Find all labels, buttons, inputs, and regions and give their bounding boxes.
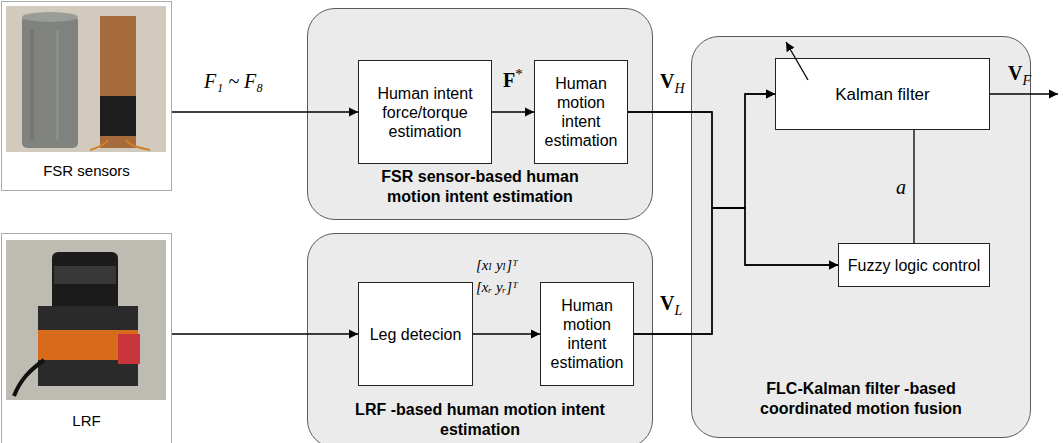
process-box: Human motion intent estimation xyxy=(534,60,628,164)
signal-label: F* xyxy=(503,66,523,92)
symbol: F xyxy=(503,69,515,91)
sensor-bar xyxy=(100,16,136,148)
coordinate-label: [xₗ yₗ]ᵀ xyxy=(476,256,518,274)
cylinder-texture xyxy=(56,30,59,140)
process-box: Fuzzy logic control xyxy=(838,243,990,287)
group-title: FSR sensor-based human motion intent est… xyxy=(355,167,605,207)
group-panel: FSR sensor-based human motion intent est… xyxy=(307,8,653,220)
connector xyxy=(634,94,775,334)
superscript: * xyxy=(515,66,523,82)
signal-label: a xyxy=(896,176,906,199)
group-title: LRF -based human motion intent estimatio… xyxy=(355,400,605,440)
box-label: Human motion intent estimation xyxy=(541,296,633,372)
subscript: H xyxy=(674,81,684,96)
photo-caption: FSR sensors xyxy=(2,162,171,180)
photo-frame: FSR sensors xyxy=(1,1,172,191)
photo-frame: LRF xyxy=(1,233,172,443)
group-title: FLC-Kalman filter -based coordinated mot… xyxy=(736,379,986,419)
process-box: Leg detecion xyxy=(358,282,473,386)
process-box: Human intent force/torque estimation xyxy=(358,60,492,164)
lrf-photo xyxy=(6,240,166,400)
fsr-photo xyxy=(6,6,166,152)
signal-label: VF xyxy=(1008,62,1031,89)
scanner-tag xyxy=(118,334,140,364)
subscript: L xyxy=(674,303,682,318)
connector xyxy=(913,130,914,243)
sensor-tape xyxy=(100,96,136,136)
sensor-wire xyxy=(90,140,150,150)
connector xyxy=(634,208,838,334)
signal-label: F₁ ~ F₈ xyxy=(204,70,263,93)
signal-label: VL xyxy=(660,292,682,319)
group-panel: FLC-Kalman filter -based coordinated mot… xyxy=(691,36,1031,438)
connector xyxy=(628,94,775,208)
box-label: Fuzzy logic control xyxy=(842,256,987,275)
box-label: Leg detecion xyxy=(364,325,468,344)
scanner-cable xyxy=(14,360,44,396)
connector xyxy=(628,112,838,265)
scanner-head xyxy=(52,252,118,312)
box-label: Kalman filter xyxy=(829,85,935,104)
sensor-cylinder xyxy=(22,16,78,148)
connector xyxy=(172,111,358,112)
coordinate-label: [xᵣ yᵣ]ᵀ xyxy=(476,279,518,296)
process-box: Human motion intent estimation xyxy=(540,282,634,386)
box-label: Human intent force/torque estimation xyxy=(359,84,491,141)
cylinder-texture xyxy=(30,30,34,140)
output-arrow xyxy=(990,93,1058,94)
photo-background xyxy=(6,240,166,400)
connector xyxy=(172,333,358,334)
photo-caption: LRF xyxy=(2,412,171,430)
cylinder-top xyxy=(22,12,78,22)
scanner-window xyxy=(54,266,116,284)
process-box: Kalman filter xyxy=(775,58,990,130)
signal-label: VH xyxy=(660,70,685,97)
subscript: F xyxy=(1022,73,1031,88)
connector xyxy=(473,333,540,334)
box-label: Human motion intent estimation xyxy=(535,74,627,150)
connector xyxy=(492,111,534,112)
photo-background xyxy=(6,6,166,152)
adaptive-arrow xyxy=(786,42,808,80)
